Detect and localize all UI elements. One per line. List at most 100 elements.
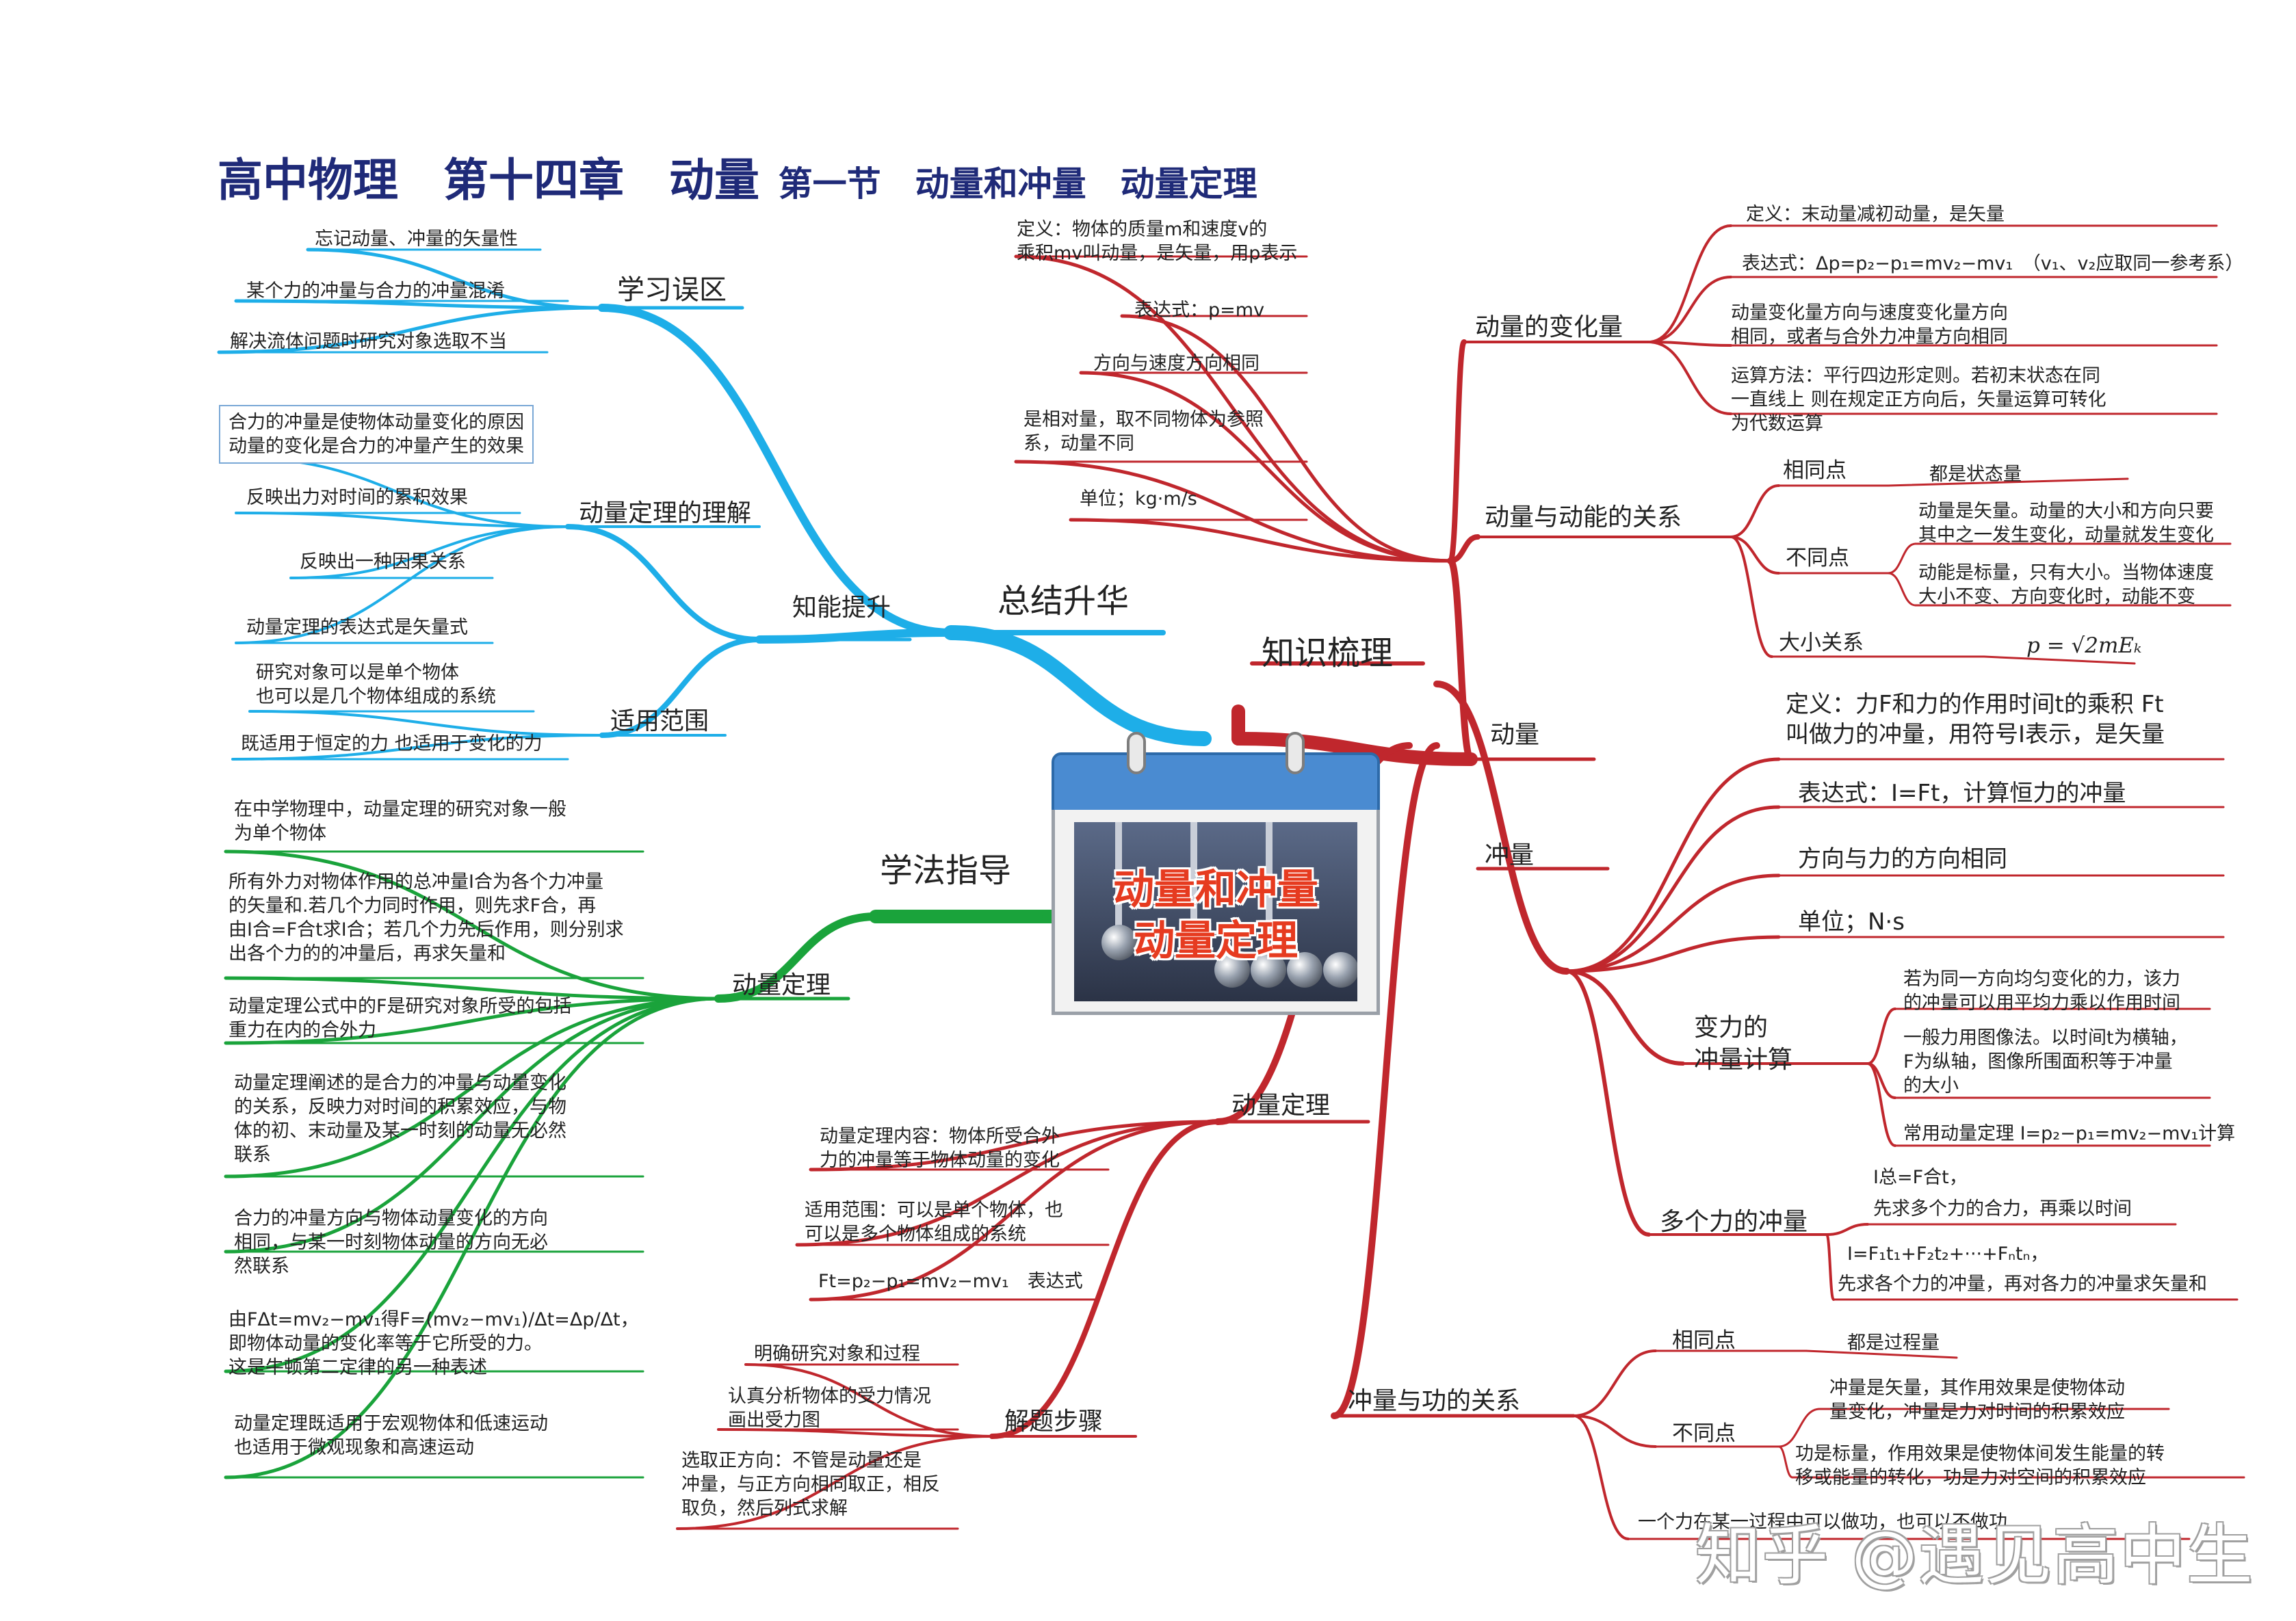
change-item: 运算方法：平行四边形定则。若初末状态在同 一直线上 则在规定正方向后，矢量运算可… bbox=[1731, 365, 2106, 435]
relation-size-link bbox=[1730, 536, 1773, 658]
variable-item: 一般力用图像法。以时间t为横轴， F为纵轴，图像所围面积等于冲量 的大小 bbox=[1903, 1027, 2188, 1097]
multi-label: 多个力的冲量 bbox=[1660, 1208, 1808, 1236]
red-theorem-item: 动量定理内容：物体所受合外 力的冲量等于物体动量的变化 bbox=[820, 1126, 1060, 1172]
scope-item: 既适用于恒定的力 也适用于变化的力 bbox=[241, 733, 543, 754]
variable-item: 常用动量定理 I=p₂−p₁=mv₂−mv₁计算 bbox=[1903, 1123, 2236, 1144]
relation-same-label: 相同点 bbox=[1783, 458, 1847, 483]
understanding-item: 反映出一种因果关系 bbox=[300, 551, 466, 572]
green-theorem-item: 动量定理公式中的F是研究对象所受的包括 重力在内的合外力 bbox=[229, 996, 572, 1042]
mistake-item: 忘记动量、冲量的矢量性 bbox=[315, 228, 518, 250]
red-root-label: 知识梳理 bbox=[1262, 634, 1394, 672]
calendar-body: 动量和冲量 动量定理 bbox=[1052, 810, 1380, 1015]
blue-scope-branch bbox=[599, 637, 762, 738]
momentum-item-link bbox=[1120, 314, 1452, 563]
multi-item: I=F₁t₁+F₂t₂+···+Fₙtₙ， bbox=[1847, 1243, 2049, 1265]
red-theorem-item: 适用范围：可以是单个物体，也 可以是多个物体组成的系统 bbox=[805, 1200, 1063, 1246]
green-theorem-item: 动量定理阐述的是合力的冲量与动量变化 的关系，反映力对时间的积累效应，与物 体的… bbox=[234, 1072, 566, 1166]
advance-label: 知能提升 bbox=[792, 594, 891, 622]
momentum-item: 方向与速度方向相同 bbox=[1093, 353, 1260, 374]
green-theorem-item: 在中学物理中，动量定理的研究对象一般 为单个物体 bbox=[234, 799, 566, 845]
change-item-link bbox=[1647, 341, 1732, 415]
steps-label: 解题步骤 bbox=[1004, 1408, 1104, 1436]
cradle-ball-icon bbox=[1214, 952, 1250, 988]
green-theorem-link bbox=[224, 976, 720, 1001]
impulse-label: 冲量 bbox=[1485, 841, 1535, 869]
calendar-header bbox=[1052, 752, 1380, 813]
cradle-rod bbox=[1115, 822, 1122, 938]
green-theorem-item: 所有外力对物体作用的总冲量I合为各个力冲量 的矢量和.若几个力同时作用，则先求F… bbox=[229, 871, 624, 965]
multi-item: 先求多个力的合力，再乘以时间 bbox=[1873, 1198, 2132, 1220]
green-theorem-link bbox=[224, 997, 720, 1373]
relation-diff-item-link bbox=[1887, 542, 1917, 575]
change-label: 动量的变化量 bbox=[1475, 313, 1623, 341]
momentum-label: 动量 bbox=[1490, 721, 1540, 749]
cradle-rod bbox=[1190, 822, 1197, 938]
page-title: 高中物理 第十四章 动量 第一节 动量和冲量 动量定理 bbox=[218, 144, 1257, 209]
scope-item: 研究对象可以是单个物体 也可以是几个物体组成的系统 bbox=[256, 662, 496, 708]
impulse-item: 方向与力的方向相同 bbox=[1798, 845, 2007, 873]
impulse-item: 表达式：I=Ft，计算恒力的冲量 bbox=[1798, 780, 2126, 807]
relation-diff-link bbox=[1730, 536, 1780, 575]
calendar-ring-icon bbox=[1127, 732, 1146, 774]
watermark: 知乎 @遇见高中生 bbox=[1695, 1517, 2254, 1594]
relation-branch bbox=[1448, 534, 1480, 564]
understanding-boxed-note: 合力的冲量是使物体动量变化的原因 动量的变化是合力的冲量产生的效果 bbox=[219, 405, 534, 464]
work-diff-label: 不同点 bbox=[1672, 1421, 1736, 1446]
red-item-underline bbox=[1805, 1349, 1958, 1359]
center-title-line2: 动量定理 bbox=[1134, 917, 1298, 965]
momentum-item-link bbox=[1014, 254, 1452, 563]
relation-diff-item-link bbox=[1887, 572, 1917, 607]
scope-label: 适用范围 bbox=[610, 707, 709, 735]
work-diff-item-link bbox=[1777, 1408, 1821, 1448]
steps-link bbox=[744, 1363, 993, 1438]
multi-item: I总=F合t， bbox=[1873, 1167, 1968, 1188]
mistake-item: 某个力的冲量与合力的冲量混淆 bbox=[246, 280, 505, 302]
cradle-ball-icon bbox=[1287, 952, 1322, 988]
understanding-label: 动量定理的理解 bbox=[579, 499, 752, 527]
newtons-cradle-picture: 动量和冲量 动量定理 bbox=[1074, 822, 1357, 1001]
variable-item-link bbox=[1866, 1007, 1896, 1065]
relation-size-label: 大小关系 bbox=[1779, 631, 1864, 655]
change-item-link bbox=[1647, 341, 1732, 347]
change-item: 定义：末动量减初动量，是矢量 bbox=[1746, 204, 2005, 225]
green-theorem-item: 动量定理既适用于宏观物体和低速运动 也适用于微观现象和高速运动 bbox=[234, 1413, 548, 1459]
change-item: 动量变化量方向与速度变化量方向 相同，或者与合外力冲量方向相同 bbox=[1731, 302, 2008, 348]
multi-item-link bbox=[1825, 1223, 1869, 1236]
green-theorem-label: 动量定理 bbox=[732, 971, 831, 999]
section-title: 第一节 动量和冲量 动量定理 bbox=[778, 164, 1257, 204]
relation-same-link bbox=[1730, 484, 1780, 538]
relation-diff-item: 动量是矢量。动量的大小和方向只要 其中之一发生变化，动量就发生变化 bbox=[1918, 501, 2214, 546]
variable-item: 若为同一方向均匀变化的力，该力 的冲量可以用平均力乘以作用时间 bbox=[1903, 968, 2180, 1014]
red-item-underline bbox=[1983, 655, 2136, 665]
blue-mistake-link bbox=[306, 248, 604, 310]
steps-link bbox=[676, 1435, 993, 1530]
relation-diff-label: 不同点 bbox=[1786, 546, 1849, 570]
impulse-item-link bbox=[1565, 873, 1781, 973]
cradle-ball-icon bbox=[1323, 952, 1357, 988]
green-theorem-link bbox=[224, 997, 720, 1254]
red-momentum-branch bbox=[1447, 557, 1474, 763]
blue-root-label: 总结升华 bbox=[997, 582, 1130, 620]
understanding-item: 反映出力对时间的累积效果 bbox=[246, 487, 468, 508]
red-theorem-item: Ft=p₂−p₁=mv₂−mv₁ 表达式 bbox=[818, 1271, 1083, 1292]
red-item-underline bbox=[1887, 477, 2129, 487]
momentum-item-link bbox=[1014, 460, 1452, 563]
variable-item-link bbox=[1866, 1062, 1896, 1147]
momentum-item: 是相对量，取不同物体为参照 系，动量不同 bbox=[1023, 409, 1264, 455]
steps-branch bbox=[989, 1119, 1221, 1439]
work-same-link bbox=[1572, 1349, 1657, 1417]
relation-same-item: 都是状态量 bbox=[1929, 464, 2022, 485]
red-impulse-branch bbox=[1433, 681, 1570, 975]
understanding-item: 动量定理的表达式是矢量式 bbox=[246, 617, 468, 638]
work-last-item: 一个力在某一过程中可以做功，也可以不做功 bbox=[1638, 1512, 2007, 1533]
green-theorem-link bbox=[224, 997, 720, 1178]
work-diff-item-link bbox=[1777, 1445, 1794, 1479]
multi-branch bbox=[1565, 969, 1651, 1237]
mistake-item: 解决流体问题时研究对象选取不当 bbox=[230, 331, 507, 352]
change-item-link bbox=[1647, 224, 1732, 343]
work-last-link bbox=[1572, 1414, 1630, 1540]
change-branch bbox=[1448, 339, 1467, 564]
relation-label: 动量与动能的关系 bbox=[1485, 503, 1682, 531]
